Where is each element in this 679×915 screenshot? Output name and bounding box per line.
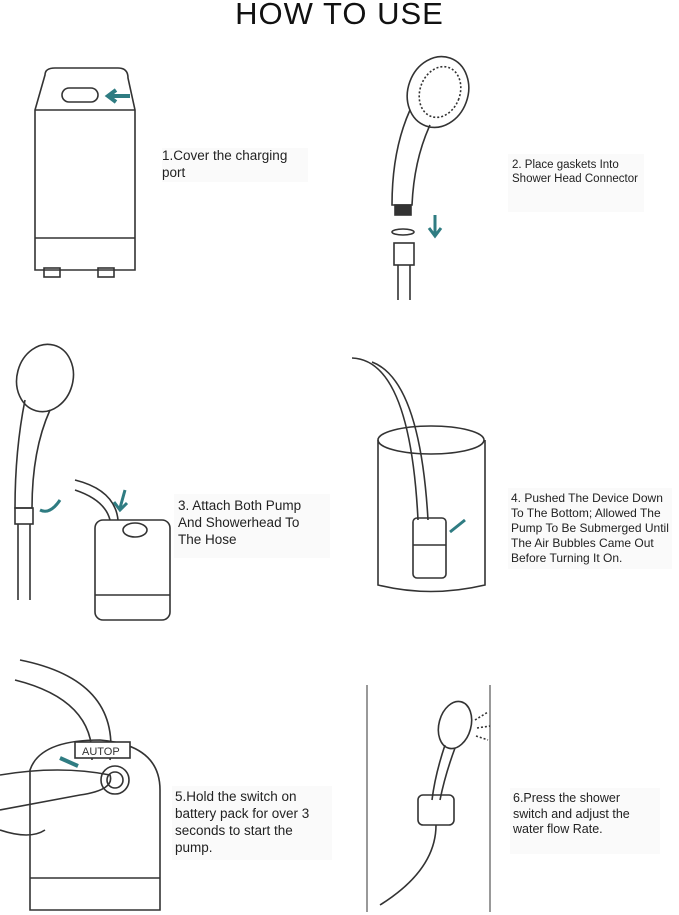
step-3-text: 3. Attach Both Pump And Showerhead To Th… (174, 494, 330, 558)
step-4-text: 4. Pushed The Device Down To The Bottom;… (508, 488, 672, 569)
showerhead-pump-hose-illustration (14, 343, 171, 621)
wall-mounted-shower-illustration (366, 685, 491, 912)
press-switch-illustration: AUTOP (0, 659, 161, 911)
brand-label: AUTOP (82, 746, 120, 758)
showerhead-gasket-illustration (391, 55, 470, 300)
battery-pack-illustration (34, 67, 136, 278)
step-6-text: 6.Press the shower switch and adjust the… (510, 788, 660, 854)
step-1-text: 1.Cover the charging port (162, 148, 308, 182)
step-5-text: 5.Hold the switch on battery pack for ov… (172, 786, 332, 860)
step-2-text: 2. Place gaskets Into Shower Head Connec… (508, 154, 644, 212)
arrow-icon (104, 88, 130, 104)
pump-in-container-illustration (351, 357, 486, 593)
page-title: HOW TO USE (235, 0, 444, 31)
